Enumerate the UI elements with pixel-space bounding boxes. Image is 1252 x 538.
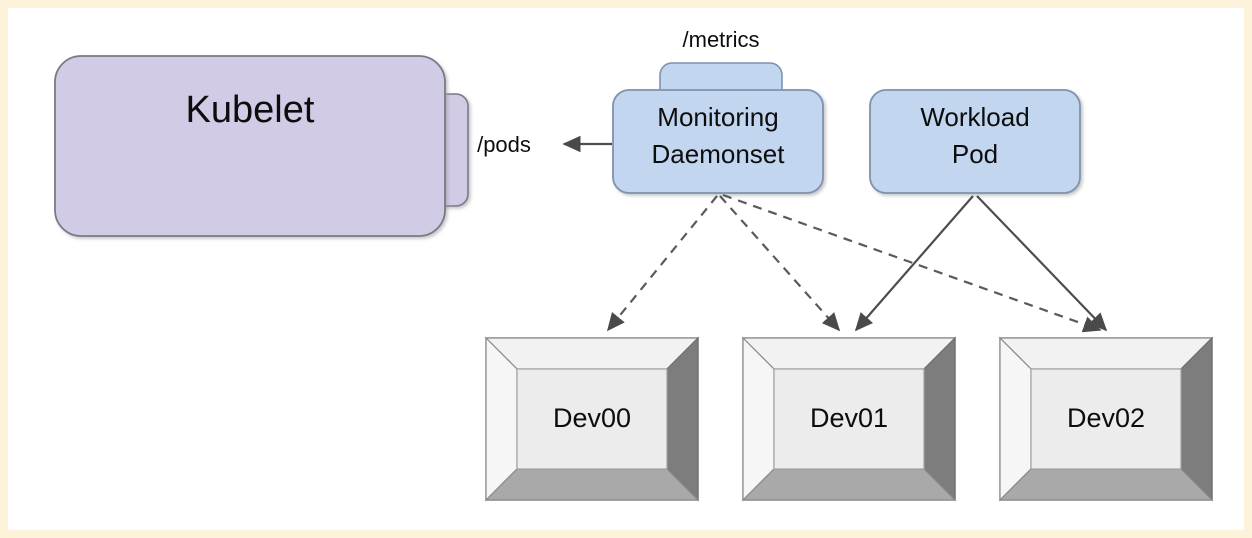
monitoring-daemonset-box-shape	[612, 89, 824, 194]
edge-monitoring-to-dev01	[719, 195, 841, 332]
dev00-bevel-top	[484, 337, 700, 370]
dev02-face	[1030, 368, 1182, 470]
monitoring-daemonset-label-line1: Monitoring	[657, 102, 778, 132]
edge-monitoring-to-dev00	[606, 195, 718, 332]
monitoring-daemonset-label-line2: Daemonset	[652, 139, 786, 169]
kubelet-label: Kubelet	[186, 89, 315, 131]
diagram-canvas: Kubelet /pods /metrics Monitoring Daemon…	[8, 8, 1244, 530]
device-node-dev00[interactable]: Dev00	[484, 336, 700, 502]
workload-pod-box-shape	[869, 89, 1081, 194]
edge-monitoring-to-dev02	[722, 193, 1102, 333]
metrics-endpoint-label: /metrics	[683, 27, 760, 52]
dev00-bevel-bottom	[484, 468, 700, 501]
dev01-bevel-top	[741, 337, 957, 370]
dev00-face	[516, 368, 668, 470]
dev00-label: Dev00	[553, 403, 631, 433]
device-node-dev01[interactable]: Dev01	[741, 336, 957, 502]
monitoring-daemonset-node[interactable]: Monitoring Daemonset	[612, 89, 824, 194]
kubelet-node[interactable]: Kubelet	[54, 55, 446, 237]
edge-workload-to-dev02	[976, 195, 1108, 332]
dev01-label: Dev01	[810, 403, 888, 433]
kubelet-box-shape	[54, 55, 446, 237]
dev01-bevel-bottom	[741, 468, 957, 501]
edge-workload-to-dev01	[854, 195, 974, 332]
dev02-bevel-bottom	[998, 468, 1214, 501]
device-node-dev02[interactable]: Dev02	[998, 336, 1214, 502]
pods-endpoint-label: /pods	[477, 132, 531, 157]
dev02-bevel-top	[998, 337, 1214, 370]
dev01-face	[773, 368, 925, 470]
workload-pod-label-line2: Pod	[952, 139, 998, 169]
architecture-diagram: Kubelet /pods /metrics Monitoring Daemon…	[54, 27, 1214, 502]
workload-pod-label-line1: Workload	[920, 102, 1029, 132]
dev02-label: Dev02	[1067, 403, 1145, 433]
workload-pod-node[interactable]: Workload Pod	[869, 89, 1081, 194]
